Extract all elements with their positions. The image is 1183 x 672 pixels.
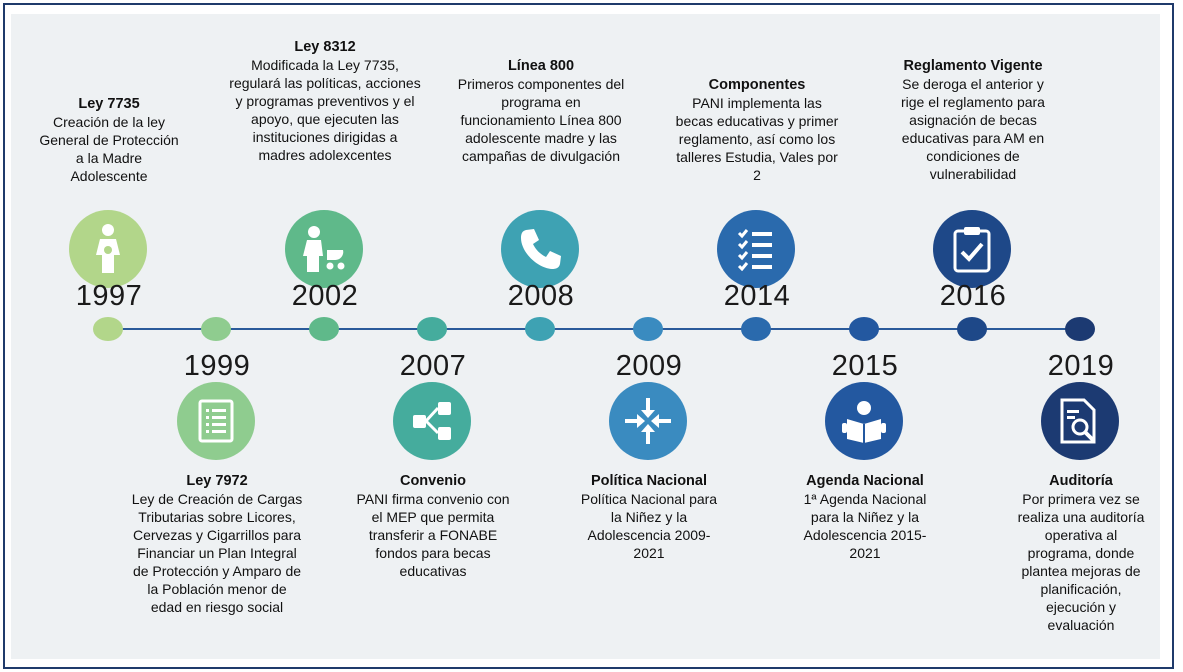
event-2016-text: Reglamento Vigente Se deroga el anterior… <box>873 57 1073 183</box>
timeline-frame <box>3 3 1174 669</box>
event-2007-text: Convenio PANI firma convenio con el MEP … <box>333 472 533 580</box>
event-year: 2007 <box>399 350 467 382</box>
converge-arrows-icon <box>609 382 687 460</box>
event-year: 2002 <box>291 280 359 312</box>
event-description: Política Nacional para la Niñez y la Ado… <box>580 491 718 561</box>
timeline-dot-2008 <box>525 317 555 341</box>
event-title: Ley 7972 <box>186 473 248 489</box>
event-2015-text: Agenda Nacional 1ª Agenda Nacional para … <box>765 472 965 562</box>
timeline-dot-1997 <box>93 317 123 341</box>
timeline-dot-2007 <box>417 317 447 341</box>
timeline-axis <box>108 328 1070 330</box>
event-title: Política Nacional <box>590 473 708 489</box>
event-title: Ley 7735 <box>78 96 140 112</box>
event-title: Auditoría <box>1049 473 1113 489</box>
reader-book-icon <box>825 382 903 460</box>
event-2009-text: Política Nacional Política Nacional para… <box>549 472 749 562</box>
event-2002-text: Ley 8312 Modificada la Ley 7735, regular… <box>225 38 425 164</box>
event-description: PANI implementa las becas educativas y p… <box>675 95 839 183</box>
event-2019-text: Auditoría Por primera vez se realiza una… <box>981 472 1181 634</box>
event-year: 1997 <box>75 280 143 312</box>
document-search-icon <box>1041 382 1119 460</box>
event-year: 2009 <box>615 350 683 382</box>
timeline-dot-2002 <box>309 317 339 341</box>
event-title: Reglamento Vigente <box>903 58 1043 74</box>
timeline-dot-1999 <box>201 317 231 341</box>
event-description: 1ª Agenda Nacional para la Niñez y la Ad… <box>803 491 927 561</box>
share-network-icon <box>393 382 471 460</box>
event-title: Componentes <box>708 77 806 93</box>
pregnant-woman-icon <box>69 210 147 288</box>
timeline-dot-2015 <box>849 317 879 341</box>
event-1997-text: Ley 7735 Creación de la ley General de P… <box>9 95 209 185</box>
timeline-dot-2014 <box>741 317 771 341</box>
event-title: Agenda Nacional <box>806 473 924 489</box>
timeline-dot-2016 <box>957 317 987 341</box>
event-description: Se deroga el anterior y rige el reglamen… <box>901 76 1045 182</box>
event-description: Creación de la ley General de Protección… <box>39 114 179 184</box>
event-title: Línea 800 <box>507 58 575 74</box>
event-description: Ley de Creación de Cargas Tributarias so… <box>131 491 303 615</box>
timeline-dot-2009 <box>633 317 663 341</box>
timeline-dot-2019 <box>1065 317 1095 341</box>
event-2008-text: Línea 800 Primeros componentes del progr… <box>441 57 641 165</box>
event-1999-text: Ley 7972 Ley de Creación de Cargas Tribu… <box>117 472 317 616</box>
event-description: PANI firma convenio con el MEP que permi… <box>356 491 510 579</box>
mother-stroller-icon <box>285 210 363 288</box>
event-year: 2019 <box>1047 350 1115 382</box>
event-description: Por primera vez se realiza una auditoría… <box>1017 491 1145 633</box>
event-year: 2016 <box>939 280 1007 312</box>
event-title: Convenio <box>399 473 467 489</box>
event-title: Ley 8312 <box>294 39 356 55</box>
checklist-icon <box>717 210 795 288</box>
event-year: 2014 <box>723 280 791 312</box>
event-year: 1999 <box>183 350 251 382</box>
event-description: Primeros componentes del programa en fun… <box>457 76 625 164</box>
event-year: 2008 <box>507 280 575 312</box>
document-list-icon <box>177 382 255 460</box>
event-2014-text: Componentes PANI implementa las becas ed… <box>657 76 857 184</box>
event-year: 2015 <box>831 350 899 382</box>
clipboard-check-icon <box>933 210 1011 288</box>
event-description: Modificada la Ley 7735, regulará las pol… <box>229 57 421 163</box>
phone-icon <box>501 210 579 288</box>
